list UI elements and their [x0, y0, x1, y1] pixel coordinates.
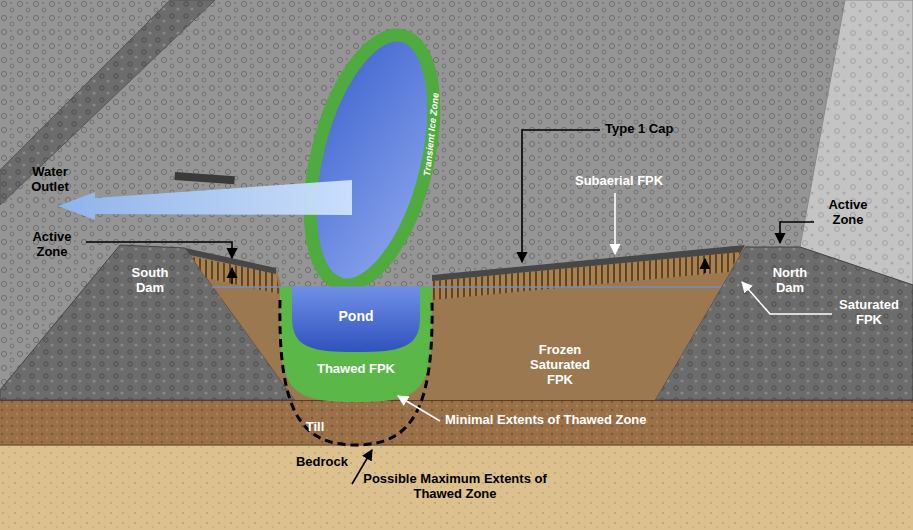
leader-line: [780, 222, 814, 243]
leader-line: [522, 130, 600, 262]
thickness-arrow: [231, 268, 233, 284]
boundary-label: Minimal Extents of Thawed Zone: [445, 413, 647, 428]
pond-label: Pond: [339, 308, 374, 324]
dam-face: [800, 0, 913, 285]
zone-label: Active Zone: [22, 230, 82, 260]
leader-line: [614, 193, 616, 254]
dam-label: South Dam: [125, 266, 175, 296]
outlet-pipe: [174, 172, 234, 184]
till: [0, 400, 913, 445]
leader-line: [86, 242, 232, 258]
layer-label: Type 1 Cap: [605, 122, 673, 137]
thawed-fpk: [280, 287, 432, 402]
type-1-cap: [185, 248, 276, 274]
frozen-fpk: [185, 247, 745, 400]
leader-line: [398, 396, 440, 421]
bedrock-boundary: [0, 444, 913, 446]
layer-label: Thawed FPK: [317, 362, 395, 377]
boundary-label: Possible Maximum Extents of Thawed Zone: [355, 472, 555, 502]
transient-ice-zone: [288, 22, 457, 297]
layer-label: Subaerial FPK: [575, 174, 663, 189]
outlet-label: Water Outlet: [15, 165, 85, 195]
bedrock: [0, 445, 913, 530]
thickness-arrow: [704, 259, 706, 273]
layer-label: Saturated FPK: [833, 298, 905, 328]
tailings-surface: [0, 0, 913, 400]
maximum-thaw-boundary: [280, 300, 432, 445]
layer-label: Till: [306, 420, 325, 435]
pond: [292, 287, 420, 352]
zone-label: Active Zone: [818, 198, 878, 228]
dam-label: North Dam: [765, 266, 815, 296]
type-1-cap: [432, 245, 745, 281]
layer-label: Frozen Saturated FPK: [523, 343, 598, 388]
water-outlet-arrow: [58, 180, 352, 220]
layer-label: Bedrock: [296, 455, 348, 470]
